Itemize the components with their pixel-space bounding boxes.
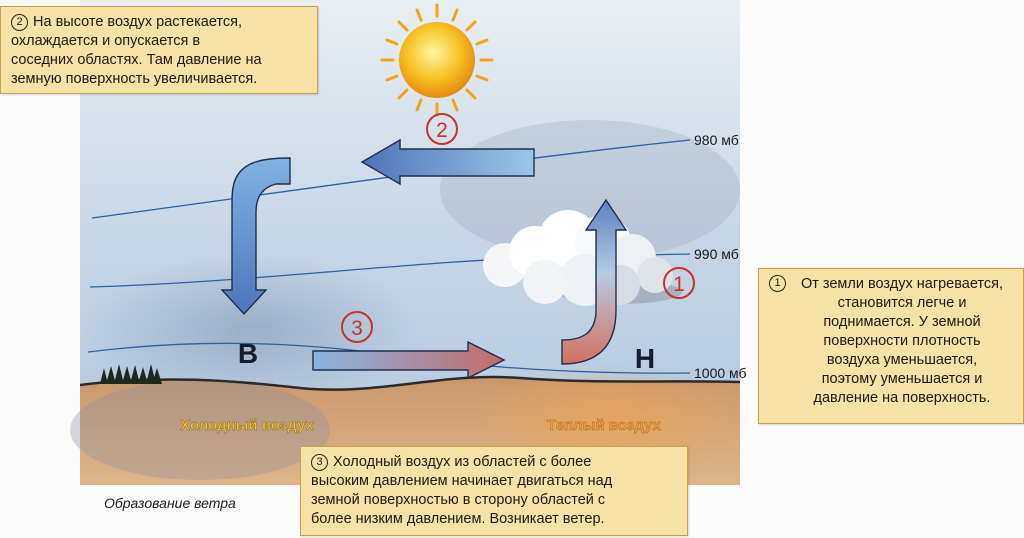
svg-text:1: 1 <box>673 273 685 296</box>
isobar-label-1000: 1000 мб <box>694 365 747 381</box>
cloud-icon <box>483 210 682 306</box>
warm-air-label: Теплый воздух <box>547 417 661 434</box>
figure-caption: Образование ветра <box>104 495 236 511</box>
step-marker-1: 1 <box>663 267 695 299</box>
callout-number-1: 1 <box>769 275 786 292</box>
callout-text-3: Холодный воздух из областей с более высо… <box>311 454 613 527</box>
step-marker-3: 3 <box>341 311 373 343</box>
isobar-label-980: 980 мб <box>694 132 739 148</box>
sun-icon <box>380 3 494 117</box>
step-marker-2: 2 <box>426 113 458 145</box>
tree-icon <box>100 364 162 384</box>
callout-text-2: На высоте воздух растекается, охлаждаетс… <box>11 14 262 87</box>
cold-air-label: Холодный воздух <box>180 417 314 434</box>
callout-text-1: От земли воздух нагревается, становится … <box>800 276 1004 406</box>
isobar-label-990: 990 мб <box>694 246 739 262</box>
callout-number-2: 2 <box>11 14 28 31</box>
arrow-descending-air <box>220 157 291 316</box>
cold-ground-shade <box>70 380 330 480</box>
low-pressure-label: Н <box>635 343 655 374</box>
arrow-rising-air <box>561 198 628 365</box>
arrow-surface-wind <box>312 340 506 380</box>
callout-step-1: 1 От земли воздух нагревается, становится… <box>758 268 1024 424</box>
svg-text:2: 2 <box>436 119 448 142</box>
svg-text:3: 3 <box>351 317 363 340</box>
high-pressure-label: В <box>238 338 258 369</box>
arrow-upper-flow <box>360 138 535 186</box>
callout-number-3: 3 <box>311 454 328 471</box>
ground-line <box>79 375 741 391</box>
